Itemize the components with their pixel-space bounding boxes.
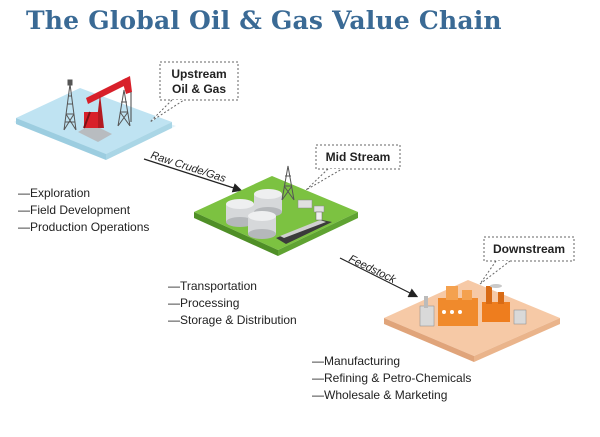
midstream-activities: Transportation Processing Storage & Dist… [168,278,297,329]
tanker-ship-icon [276,211,332,244]
midstream-callout: Mid Stream [305,144,401,191]
facility-icon [297,199,325,213]
downstream-callout: Downstream [479,236,575,285]
upstream-label-line2: Oil & Gas [172,82,226,96]
midstream-label: Mid Stream [326,150,391,164]
downstream-label: Downstream [493,242,565,256]
upstream-callout: Upstream Oil & Gas [149,61,239,123]
oil-derrick-icon [63,79,77,131]
storage-tank-icon [226,199,254,227]
storage-tank-icon [248,211,276,239]
upstream-label: Upstream [171,67,226,81]
oil-derrick-icon [281,165,295,201]
page-title: The Global Oil & Gas Value Chain [26,6,502,35]
pumpjack-icon [78,76,132,142]
list-item: Refining & Petro-Chemicals [312,370,471,387]
list-item: Storage & Distribution [168,312,297,329]
flow-arrow-feedstock: Feedstock [339,253,419,298]
downstream-activities: Manufacturing Refining & Petro-Chemicals… [312,353,471,404]
flow-arrow-raw-crude: Raw Crude/Gas [143,149,243,193]
list-item: Field Development [18,202,149,219]
list-item: Manufacturing [312,353,471,370]
refinery-icon [419,284,527,327]
list-item: Exploration [18,185,149,202]
list-item: Wholesale & Marketing [312,387,471,404]
list-item: Production Operations [18,219,149,236]
oil-derrick-icon [117,89,131,127]
upstream-activities: Exploration Field Development Production… [18,185,149,236]
list-item: Transportation [168,278,297,295]
feedstock-label: Feedstock [347,253,398,286]
list-item: Processing [168,295,297,312]
raw-crude-gas-label: Raw Crude/Gas [149,149,228,185]
